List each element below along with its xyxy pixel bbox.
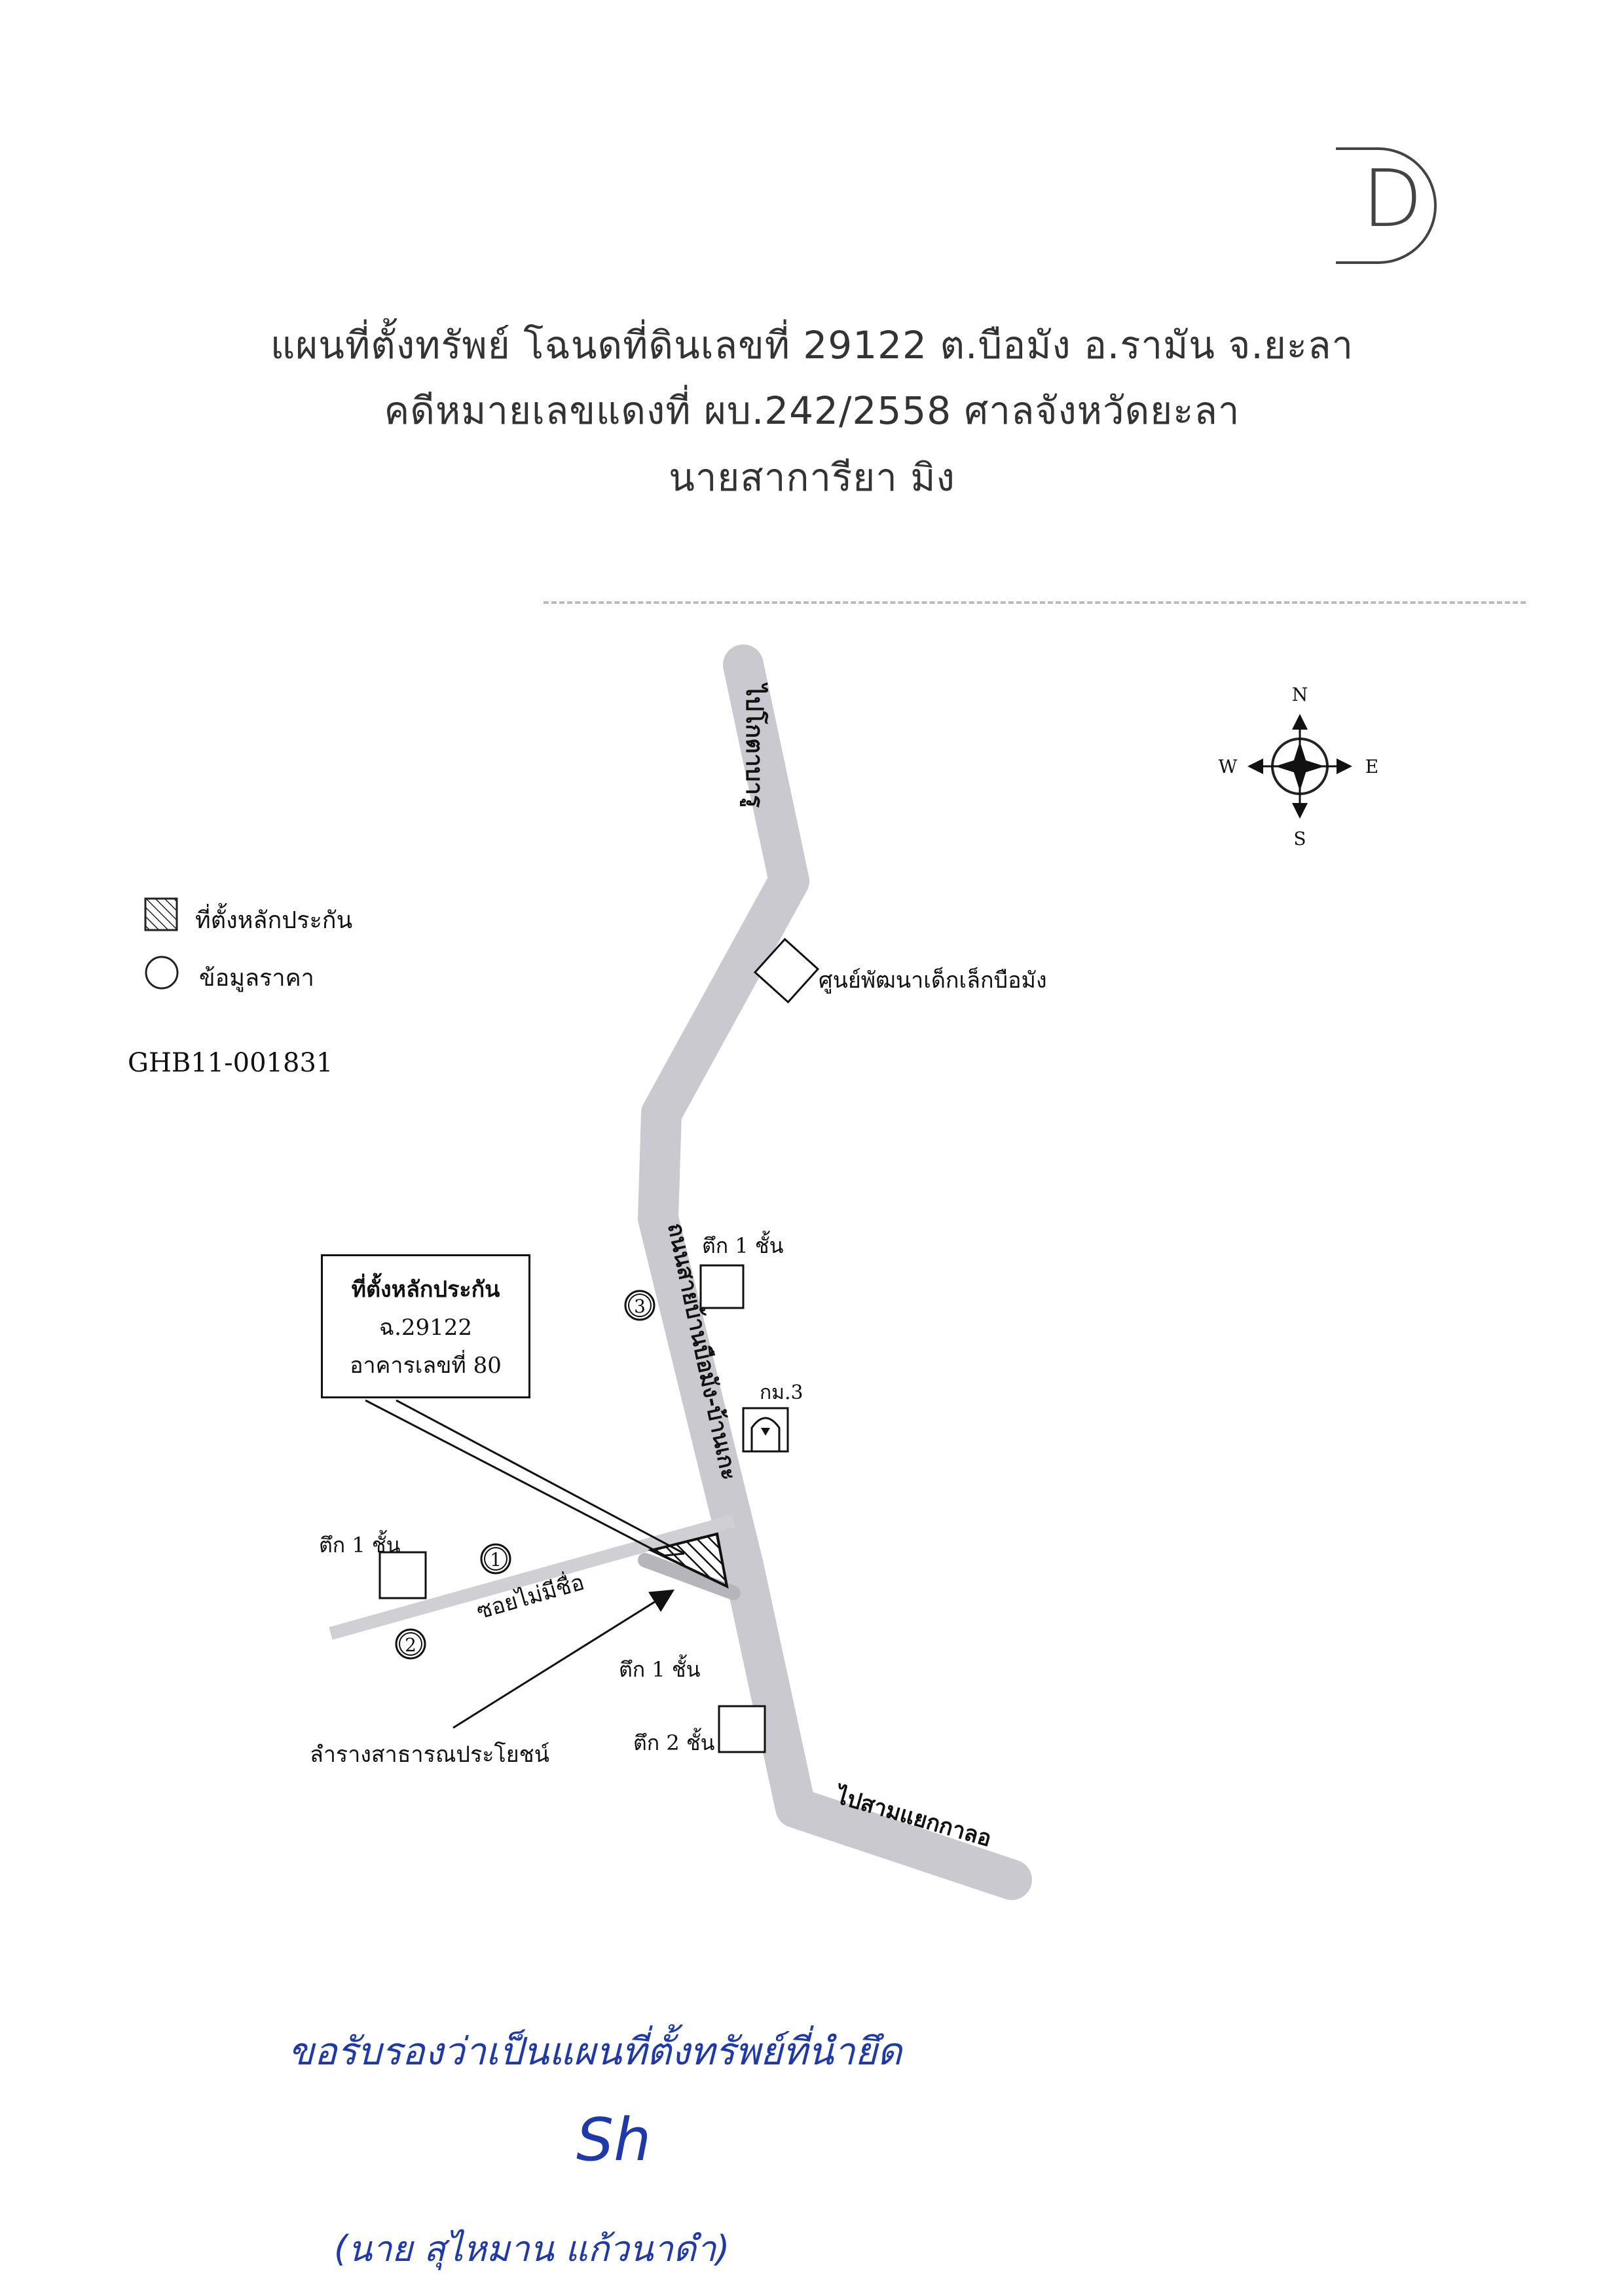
drain-arrow: [452, 1589, 675, 1729]
soi-road: [329, 1514, 735, 1640]
header-line-3: นายสาการียา มิง: [669, 455, 955, 500]
hatched-square-icon: [144, 897, 178, 931]
building-1fl-b-label: ตึก 1 ชั้น: [319, 1530, 401, 1558]
corner-mark-label: D: [1362, 154, 1423, 245]
compass-rose-icon: N S E W: [1219, 684, 1379, 849]
km-marker-icon: [742, 1407, 789, 1453]
child-center-label: ศูนย์พัฒนาเด็กเล็กบือมัง: [819, 967, 1047, 994]
callout-line-2: ฉ.29122: [378, 1315, 473, 1341]
compass-w: W: [1219, 756, 1238, 777]
circle-icon: [145, 956, 179, 990]
svg-text:2: 2: [405, 1634, 416, 1656]
document-code: GHB11-001831: [128, 1048, 333, 1078]
legend: ที่ตั้งหลักประกัน ข้อมูลราคา: [144, 897, 406, 1002]
building-1fl-b: [378, 1551, 427, 1599]
handwritten-name: (นาย สุไหมาน แก้วนาดำ): [334, 2228, 730, 2269]
legend-collateral-label: ที่ตั้งหลักประกัน: [195, 907, 353, 934]
header-line-2: คดีหมายเลขแดงที่ ผบ.242/2558 ศาลจังหวัดย…: [384, 388, 1240, 433]
building-2fl: [718, 1705, 766, 1753]
price-marker-1: 1: [480, 1543, 511, 1575]
callout-line-1: ที่ตั้งหลักประกัน: [351, 1277, 500, 1303]
building-1fl-a-label: ตึก 1 ชั้น: [702, 1231, 784, 1258]
callout-line-3: อาคารเลขที่ 80: [350, 1353, 502, 1379]
handwritten-signature: Sh: [576, 2106, 652, 2174]
svg-text:3: 3: [634, 1296, 646, 1317]
compass-s: S: [1293, 828, 1306, 849]
main-road: [638, 644, 1032, 1900]
to-north-label: ไปโกตาบารู: [739, 682, 769, 808]
header-line-1: แผนที่ตั้งทรัพย์ โฉนดที่ดินเลขที่ 29122 …: [270, 323, 1354, 367]
corner-mark: [1336, 147, 1437, 264]
compass-n: N: [1292, 684, 1308, 705]
price-marker-2: 2: [395, 1628, 426, 1660]
compass-e: E: [1365, 756, 1378, 777]
svg-text:1: 1: [490, 1549, 502, 1571]
km-label: กม.3: [760, 1381, 803, 1404]
handwritten-certification: ขอรับรองว่าเป็นแผนที่ตั้งทรัพย์ที่นำยึด: [288, 2029, 902, 2074]
child-center-building: [753, 937, 820, 1004]
header-divider: [544, 601, 1526, 604]
collateral-callout-box: ที่ตั้งหลักประกัน ฉ.29122 อาคารเลขที่ 80: [321, 1254, 530, 1398]
drain-label: ลำรางสาธารณประโยชน์: [310, 1742, 549, 1768]
drain-strip: [638, 1553, 741, 1600]
price-marker-3: 3: [624, 1290, 655, 1321]
building-2fl-label: ตึก 2 ชั้น: [633, 1728, 715, 1755]
building-1fl-c-label: ตึก 1 ชั้น: [619, 1654, 701, 1682]
building-1fl-a: [699, 1264, 745, 1309]
legend-price-label: ข้อมูลราคา: [199, 965, 314, 992]
